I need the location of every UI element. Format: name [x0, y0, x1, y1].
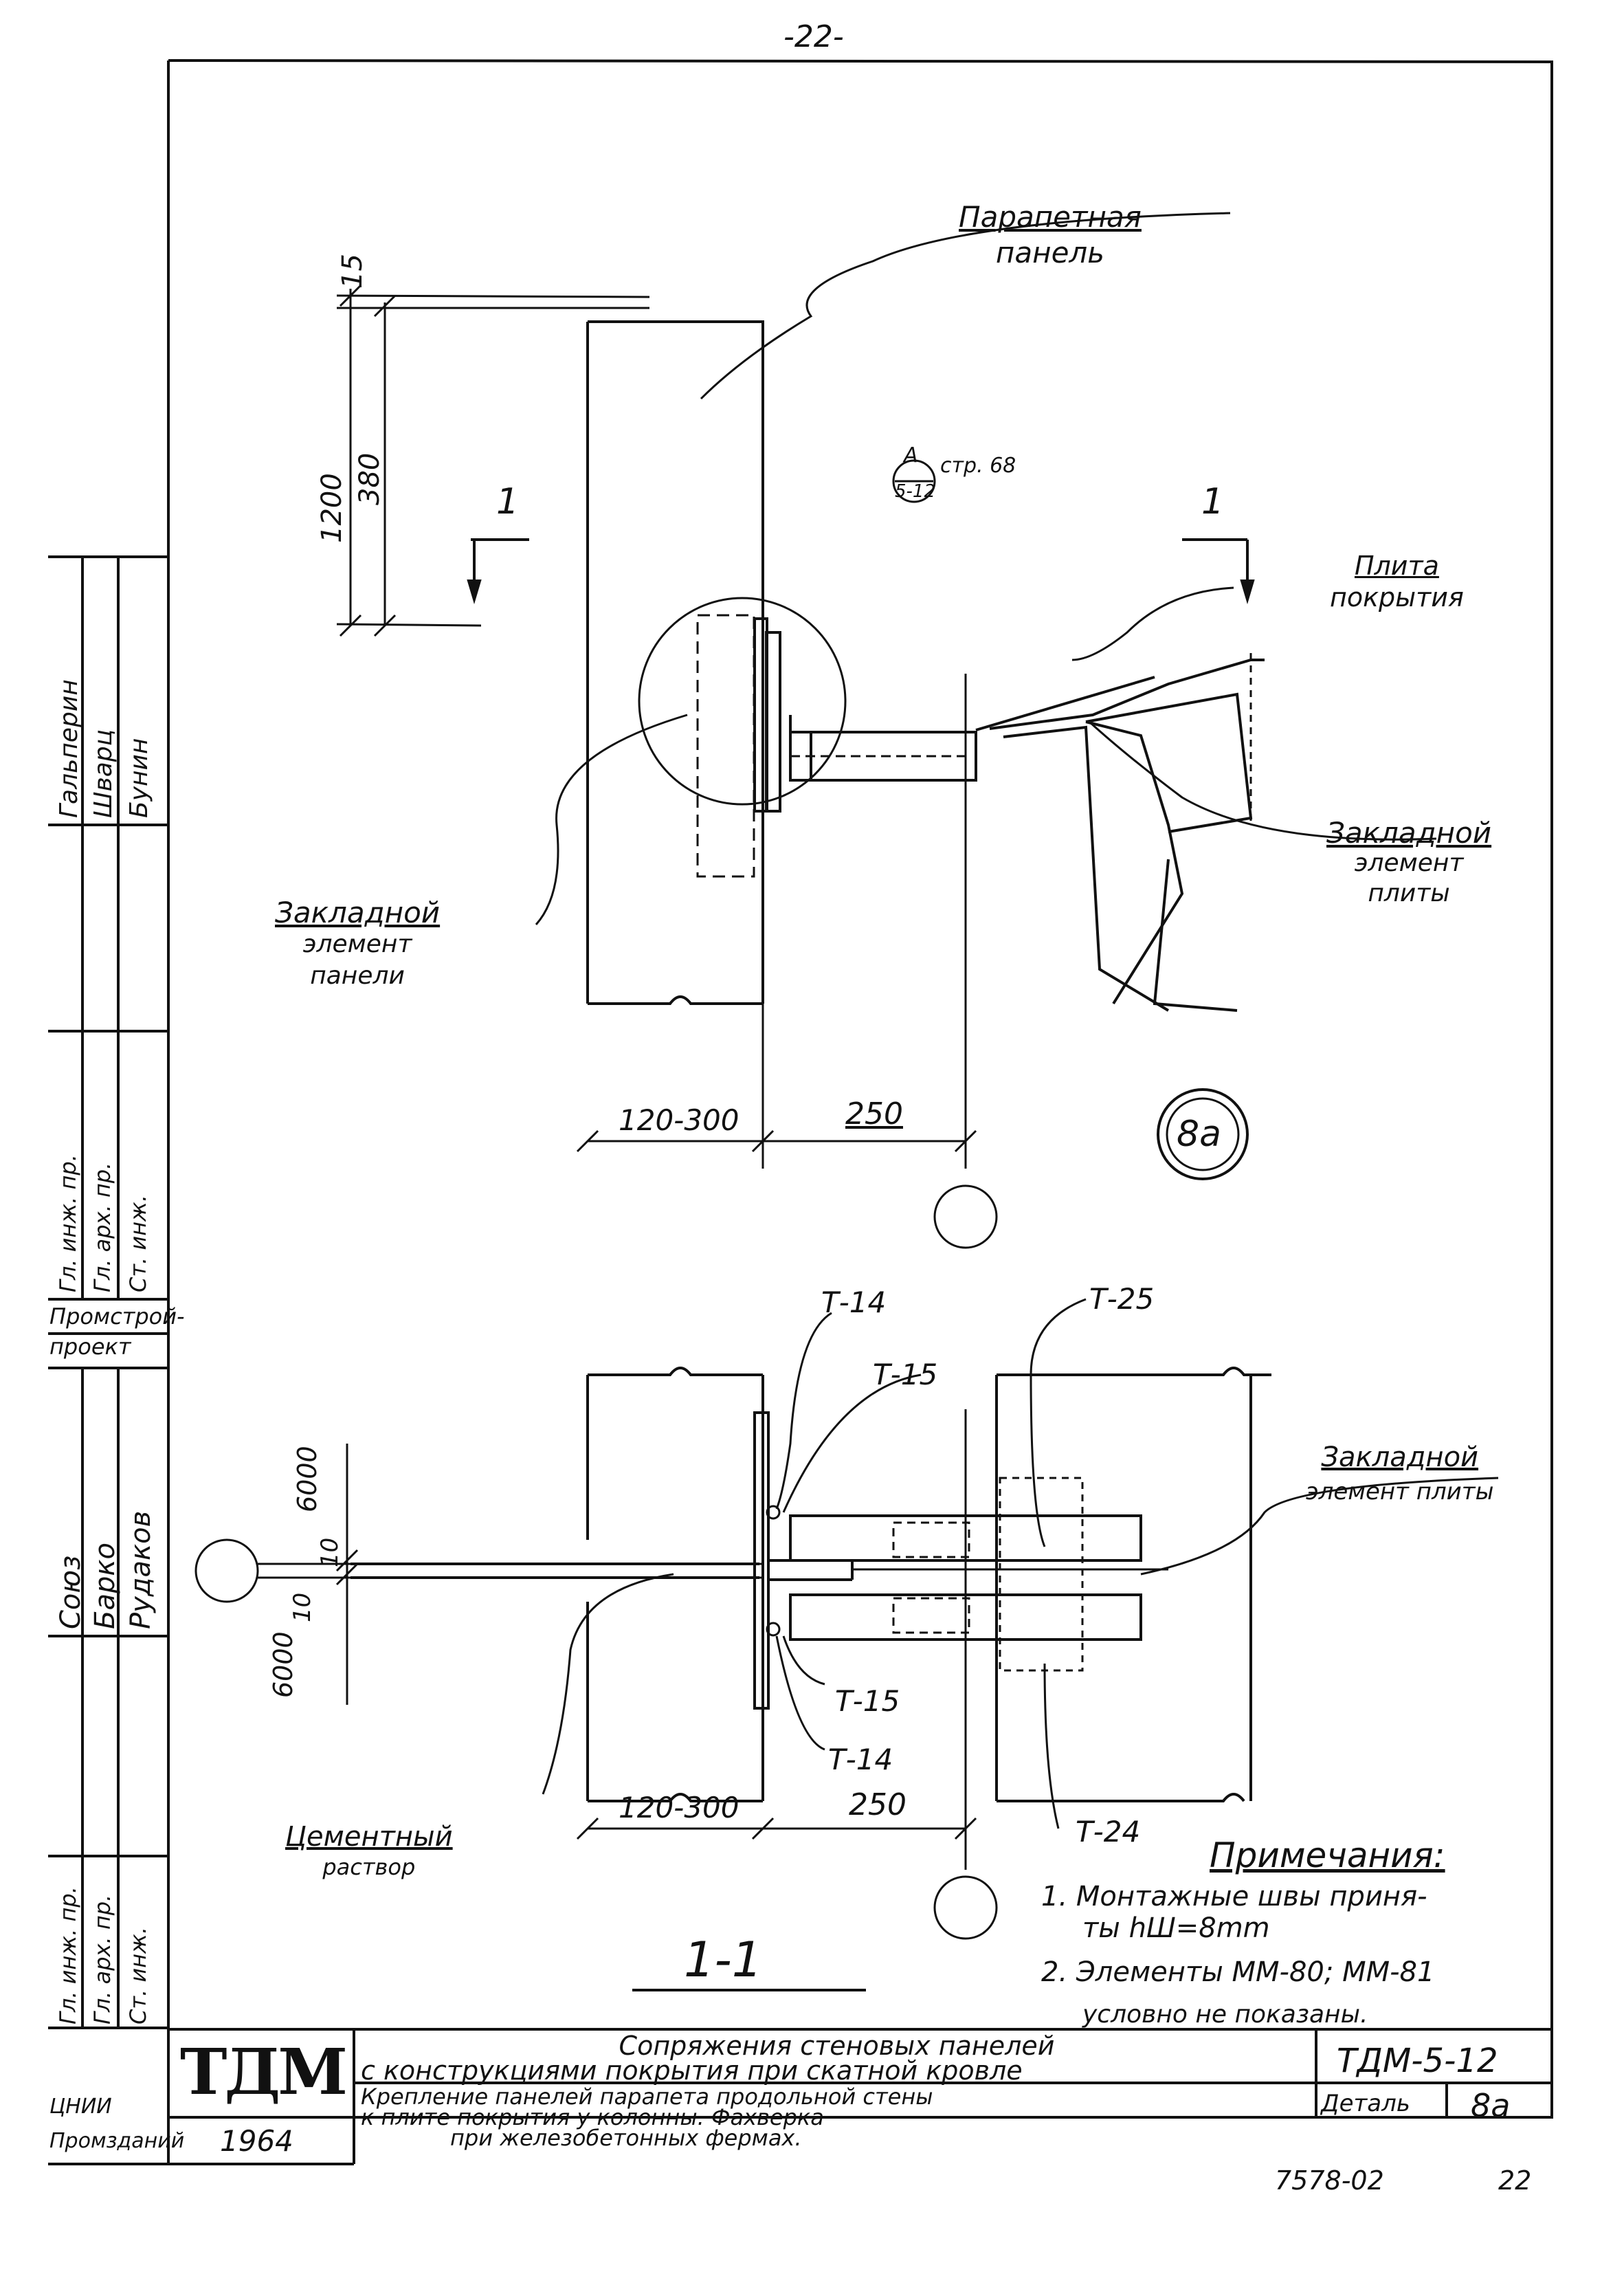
note-line: ты hШ=8mm — [1082, 1912, 1270, 1944]
dim-250-top: 250 — [845, 1096, 903, 1132]
section-title: 1-1 — [684, 1932, 763, 1988]
side-role-6: Ст. инж. — [125, 1926, 151, 2024]
label-t14-top: Т-14 — [821, 1285, 887, 1319]
side-name-5: Барко — [89, 1543, 121, 1629]
label-embed-plate-section: Закладной элемент плиты — [1306, 1442, 1494, 1505]
side-name-3: Бунин — [125, 738, 153, 818]
footer-page: 22 — [1498, 2165, 1532, 2196]
dim-120-300-bottom: 120-300 — [619, 1791, 739, 1824]
doc-code: ТДМ-5-12 — [1337, 2042, 1498, 2080]
dim-10-top: 10 — [316, 1537, 344, 1567]
year: 1964 — [220, 2124, 293, 2158]
side-name-4: Союз — [55, 1555, 87, 1629]
dim-1200: 1200 — [316, 473, 348, 543]
label-t15-bottom: Т-15 — [835, 1684, 900, 1718]
detail-label: Деталь — [1321, 2090, 1410, 2117]
callout-ref: 5-12 — [895, 481, 936, 502]
side-org: Промстрой- проект — [49, 1303, 185, 1360]
side-role-5: Гл. арх. пр. — [89, 1894, 115, 2024]
detail-mark-8a: 8а — [1177, 1114, 1221, 1155]
label-t15-top: Т-15 — [873, 1358, 938, 1391]
side-role-2: Гл. арх. пр. — [89, 1162, 115, 1292]
side-bottom-org: ЦНИИ Промзданий — [49, 2095, 185, 2153]
dim-120-300-top: 120-300 — [619, 1103, 739, 1137]
label-roof-plate: Плита покрытия — [1330, 551, 1464, 612]
label-parapet-panel: Парапетная панель — [959, 200, 1142, 269]
section-mark-right: 1 — [1201, 481, 1225, 522]
label-t25: Т-25 — [1089, 1282, 1155, 1316]
label-t14-bottom: Т-14 — [828, 1743, 893, 1776]
label-cement-mortar: Цементный раствор — [285, 1821, 453, 1880]
label-embed-plate-top: Закладной элемент плиты — [1326, 816, 1492, 908]
section-mark-left: 1 — [496, 481, 520, 522]
dim-6000-bottom: 6000 — [268, 1631, 298, 1698]
label-t24: Т-24 — [1076, 1815, 1141, 1848]
page-number: -22- — [783, 19, 844, 54]
label-embed-panel: Закладной элемент панели — [275, 896, 441, 991]
dim-10-bottom: 10 — [289, 1592, 316, 1622]
dim-250-bottom: 250 — [849, 1787, 906, 1822]
notes-block: Примечания: 1. Монтажные швы приня- ты h… — [1041, 1835, 1445, 2029]
detail-value: 8а — [1471, 2087, 1511, 2124]
note-line: 2. Элементы ММ-80; ММ-81 — [1041, 1956, 1435, 1988]
note-line: условно не показаны. — [1082, 2000, 1368, 2029]
footer-code: 7578-02 — [1275, 2165, 1384, 2196]
dim-15: 15 — [337, 254, 368, 289]
note-line: 1. Монтажные швы приня- — [1041, 1881, 1427, 1912]
side-role-3: Ст. инж. — [125, 1194, 151, 1292]
dim-380: 380 — [354, 452, 386, 505]
logo-tdm: ТДМ — [180, 2035, 348, 2109]
callout-letter: А — [904, 443, 918, 467]
main-title: Сопряжения стеновых панелей с конструкци… — [361, 2031, 1055, 2086]
side-name-2: Шварц — [89, 729, 118, 818]
side-name-1: Гальперин — [55, 679, 83, 818]
notes-title: Примечания: — [1210, 1835, 1445, 1875]
callout-page: стр. 68 — [940, 454, 1016, 478]
side-role-1: Гл. инж. пр. — [55, 1154, 81, 1292]
subtitle: Крепление панелей парапета продольной ст… — [361, 2084, 933, 2151]
side-name-6: Рудаков — [125, 1510, 157, 1629]
side-role-4: Гл. инж. пр. — [55, 1886, 81, 2024]
dim-6000-top: 6000 — [292, 1446, 322, 1512]
